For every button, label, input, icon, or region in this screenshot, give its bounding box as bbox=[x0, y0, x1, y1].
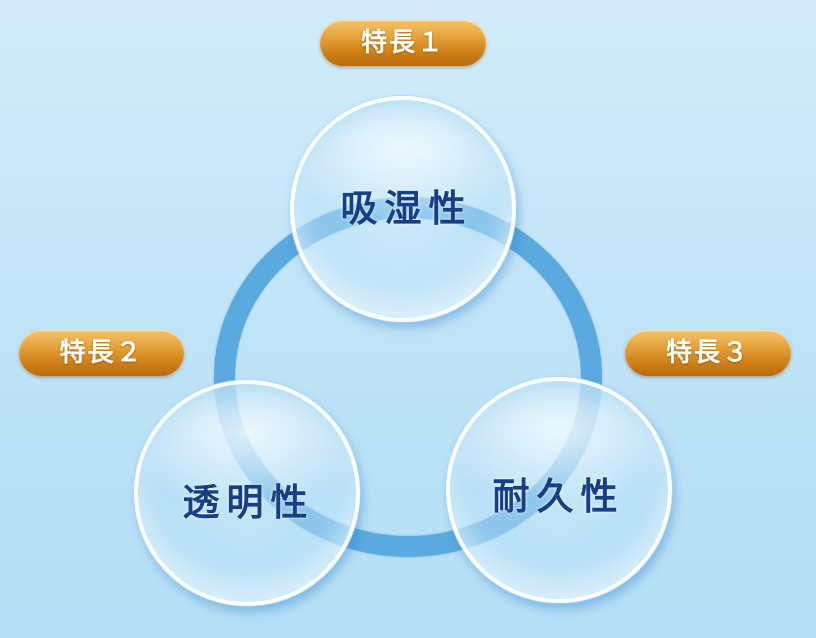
feature-3-tag: 特長３ bbox=[625, 330, 791, 376]
feature-1-bubble: 吸湿性 bbox=[290, 96, 516, 322]
feature-2-tag: 特長２ bbox=[19, 330, 184, 376]
feature-2-name: 透明性 bbox=[182, 481, 315, 524]
feature-1-tag: 特長１ bbox=[320, 20, 486, 66]
feature-3-bubble: 耐久性 bbox=[446, 377, 672, 603]
feature-1-name: 吸湿性 bbox=[340, 187, 473, 230]
feature-3-name: 耐久性 bbox=[492, 475, 625, 518]
feature-2-bubble: 透明性 bbox=[134, 380, 360, 606]
